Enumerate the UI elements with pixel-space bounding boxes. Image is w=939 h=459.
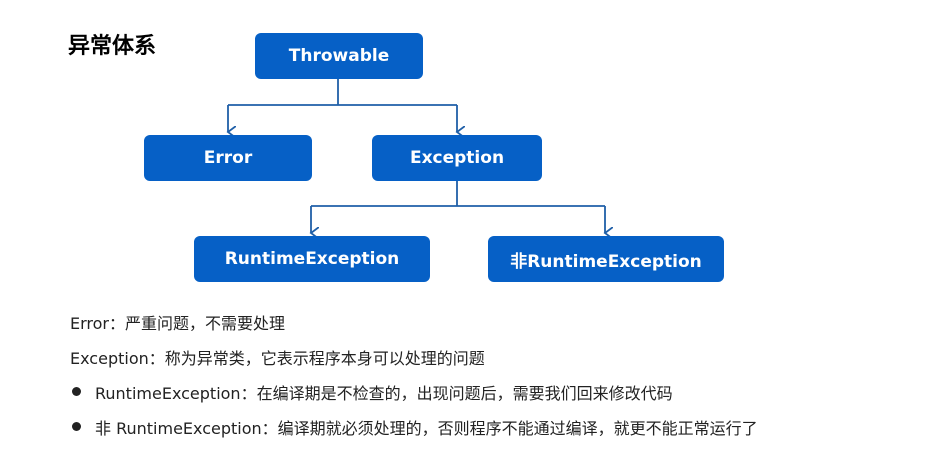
node-throwable: Throwable (255, 33, 423, 79)
node-error: Error (144, 135, 312, 181)
node-exception: Exception (372, 135, 542, 181)
note-runtime: RuntimeException：在编译期是不检查的，出现问题后，需要我们回来修… (95, 384, 673, 403)
page-title: 异常体系 (68, 34, 157, 59)
node-non-runtime-exception: 非RuntimeException (488, 236, 724, 282)
bullet-non-runtime (72, 422, 81, 431)
note-exception: Exception：称为异常类，它表示程序本身可以处理的问题 (70, 349, 485, 368)
note-error: Error：严重问题，不需要处理 (70, 314, 286, 333)
bullet-runtime (72, 387, 81, 396)
node-runtime-exception: RuntimeException (194, 236, 430, 282)
note-non-runtime: 非 RuntimeException：编译期就必须处理的，否则程序不能通过编译，… (95, 419, 758, 438)
